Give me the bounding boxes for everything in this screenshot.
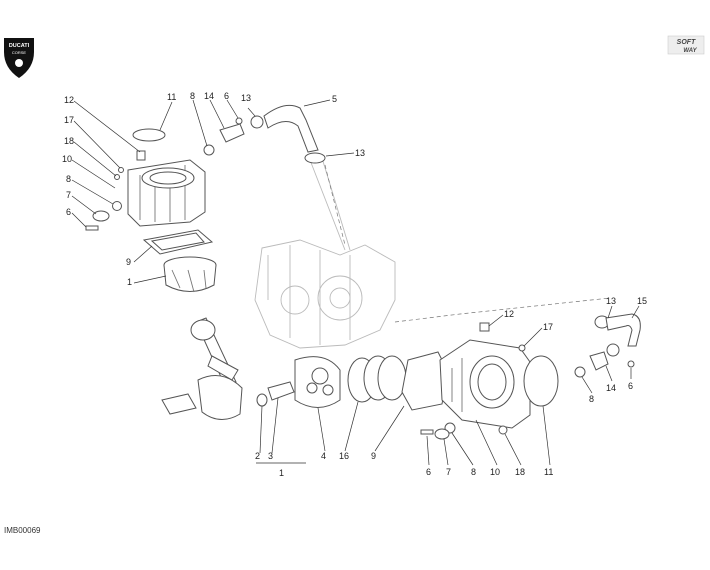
fitting-14-right (589, 351, 609, 371)
dashed-line-right (394, 297, 611, 323)
svg-text:WAY: WAY (683, 48, 697, 54)
callout-labels: 12 17 18 10 8 7 6 11 8 14 6 13 5 13 9 1 … (62, 91, 647, 478)
dowel-12-top (136, 150, 146, 161)
callout-11: 11 (544, 467, 553, 477)
callout-4: 4 (321, 451, 326, 461)
circlip-2 (256, 393, 268, 407)
vertical-cylinder (127, 159, 206, 227)
horizontal-cylinder (439, 339, 531, 429)
vertical-gasket (142, 229, 214, 255)
callout-5: 5 (332, 94, 337, 104)
callout-14: 14 (606, 383, 616, 393)
callout-8: 8 (471, 467, 476, 477)
pin-3 (267, 381, 295, 401)
callout-15: 15 (637, 296, 647, 306)
drawing-code: IMB00069 (4, 526, 41, 535)
hose-5 (263, 104, 319, 153)
crankcase-ghost (254, 157, 396, 349)
screw-6-top (85, 225, 99, 231)
callout-18: 18 (515, 467, 525, 477)
gasket-9-right (401, 351, 449, 411)
clamp-13-mid (304, 152, 326, 164)
flange-7-right (434, 428, 450, 440)
o-ring-11-top (132, 128, 166, 142)
oring-8-mid (203, 144, 215, 156)
svg-text:DUCATI: DUCATI (9, 43, 30, 49)
callout-8: 8 (589, 394, 594, 404)
callout-1: 1 (279, 468, 284, 478)
oring-8-far (574, 366, 586, 378)
callout-13: 13 (355, 148, 365, 158)
callout-12: 12 (504, 309, 514, 319)
dowel-17-right (518, 344, 526, 352)
horizontal-piston (294, 356, 341, 408)
ducati-logo: DUCATI CORSE (4, 38, 34, 78)
callout-11: 11 (167, 92, 176, 102)
oring-8-top (112, 201, 122, 211)
callout-13: 13 (606, 296, 616, 306)
hose-15 (605, 313, 641, 347)
o-ring-11-right (523, 355, 559, 407)
callout-6: 6 (66, 207, 71, 217)
callout-17: 17 (64, 115, 74, 125)
clamp-13-right (606, 343, 620, 357)
clamp-13-top (250, 115, 264, 129)
vertical-piston (163, 256, 217, 293)
dowel-17-top (118, 167, 124, 173)
screw-6-mid (235, 117, 243, 125)
callout-6: 6 (426, 467, 431, 477)
callout-10: 10 (490, 467, 500, 477)
callout-10: 10 (62, 154, 72, 164)
callout-7: 7 (446, 467, 451, 477)
dowel-12-right (479, 322, 490, 332)
flange-7-top (92, 210, 110, 222)
callout-7: 7 (66, 190, 71, 200)
callout-13: 13 (241, 93, 251, 103)
leader-lines (71, 99, 640, 466)
callout-8: 8 (66, 174, 71, 184)
callout-6: 6 (224, 91, 229, 101)
callout-14: 14 (204, 91, 214, 101)
svg-text:CORSE: CORSE (12, 50, 27, 55)
callout-2: 2 (255, 451, 260, 461)
callout-6: 6 (628, 381, 633, 391)
screw-6-far (627, 360, 635, 368)
callout-1: 1 (127, 277, 132, 287)
callout-16: 16 (339, 451, 349, 461)
callout-9: 9 (126, 257, 131, 267)
callout-8: 8 (190, 91, 195, 101)
svg-text:SOFT: SOFT (677, 39, 696, 46)
oring-18-right (498, 425, 508, 435)
softway-badge: SOFT WAY (667, 35, 705, 55)
ring-16b (377, 355, 407, 401)
callout-12: 12 (64, 95, 74, 105)
fitting-14-top (219, 123, 245, 143)
screw-6-right (420, 429, 434, 435)
callout-18: 18 (64, 136, 74, 146)
callout-9: 9 (371, 451, 376, 461)
callout-17: 17 (543, 322, 553, 332)
connecting-rod (161, 317, 243, 420)
callout-3: 3 (268, 451, 273, 461)
